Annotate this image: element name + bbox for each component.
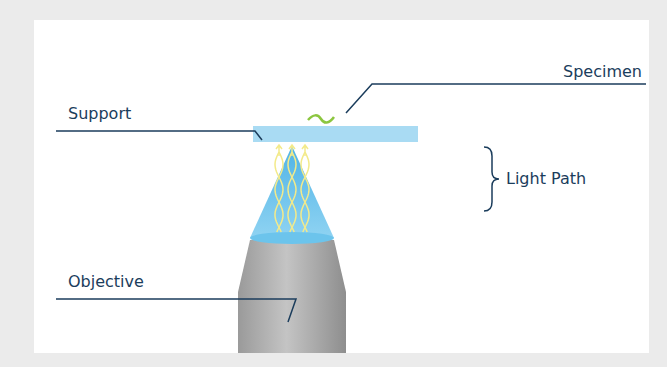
wave-arrow (302, 145, 308, 156)
objective-leader (56, 299, 296, 322)
wave-strand (301, 152, 309, 232)
specimen-label: Specimen (563, 62, 642, 81)
light-cone (250, 146, 334, 238)
light-waves (275, 145, 309, 232)
specimen-leader (346, 84, 646, 113)
specimen-squiggle (308, 115, 334, 122)
wave-strand (301, 152, 309, 232)
objective-body (238, 240, 346, 353)
support-slide (253, 126, 418, 142)
light-path-label: Light Path (506, 169, 586, 188)
support-label: Support (68, 104, 131, 123)
objective-label: Objective (68, 272, 144, 291)
support-leader (56, 131, 262, 140)
wave-strand (288, 152, 296, 232)
wave-arrow (276, 145, 282, 156)
wave-arrow (289, 145, 295, 156)
wave-strand (288, 152, 296, 232)
wave-strand (275, 152, 283, 232)
wave-strand (275, 152, 283, 232)
cone-base (250, 232, 334, 244)
light-path-bracket (484, 147, 499, 211)
